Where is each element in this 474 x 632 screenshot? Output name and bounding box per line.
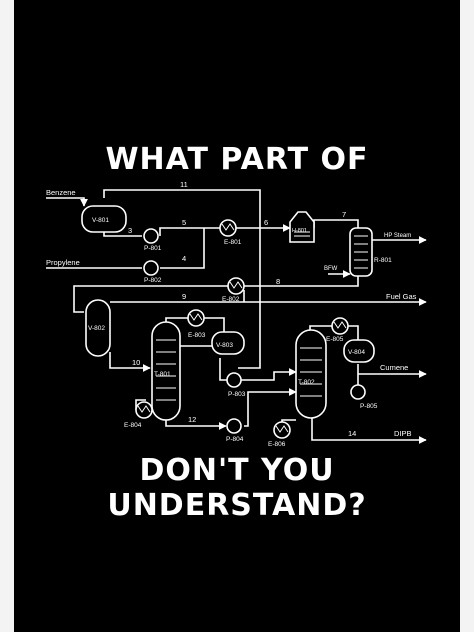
benzene-feed-line bbox=[46, 197, 88, 207]
p803-pump bbox=[226, 372, 242, 388]
stream-4-number: 4 bbox=[182, 254, 186, 263]
e802-label: E-802 bbox=[222, 296, 240, 303]
t801-bottoms-line bbox=[165, 420, 227, 430]
p804-label: P-804 bbox=[226, 436, 244, 443]
e805-label: E-805 bbox=[326, 336, 344, 343]
stream-9-number: 9 bbox=[182, 292, 186, 301]
stream-5-number: 5 bbox=[182, 218, 186, 227]
hp-steam-label: HP Steam bbox=[384, 233, 411, 239]
p802-pump bbox=[143, 260, 159, 276]
p803-label: P-803 bbox=[228, 391, 246, 398]
headline-bottom: DON'T YOU UNDERSTAND? bbox=[107, 453, 367, 523]
stream-7-number: 7 bbox=[342, 210, 346, 219]
p801-pump bbox=[143, 228, 159, 244]
stream-14-number: 14 bbox=[348, 429, 356, 438]
stream-8-number: 8 bbox=[276, 277, 280, 286]
p803-to-t802-line bbox=[240, 368, 297, 381]
p801-label: P-801 bbox=[144, 245, 162, 252]
v801-drum bbox=[81, 205, 127, 233]
fuel-gas-label: Fuel Gas bbox=[386, 292, 417, 301]
e802-exchanger bbox=[227, 277, 245, 295]
v804-drum bbox=[343, 339, 375, 363]
v804-label: V-804 bbox=[348, 349, 365, 356]
stream-10-line bbox=[109, 352, 151, 372]
p805-label: P-805 bbox=[360, 403, 378, 410]
t802-column bbox=[295, 329, 327, 419]
p804-pump bbox=[226, 418, 242, 434]
headline-top: WHAT PART OF bbox=[105, 142, 369, 177]
stream-12-number: 12 bbox=[188, 415, 196, 424]
stream-11-number: 11 bbox=[180, 180, 188, 189]
e804-label: E-804 bbox=[124, 422, 142, 429]
t801-label: T-801 bbox=[154, 371, 171, 378]
e806-label: E-806 bbox=[268, 441, 286, 448]
e801-label: E-801 bbox=[224, 239, 242, 246]
e805-exchanger bbox=[331, 317, 349, 335]
e805-to-v804-line bbox=[348, 325, 359, 340]
stream-4-line bbox=[160, 228, 205, 269]
poster-background: WHAT PART OF bbox=[14, 0, 460, 632]
v802-label: V-802 bbox=[88, 325, 105, 332]
r801-label: R-801 bbox=[374, 257, 392, 264]
cumene-label: Cumene bbox=[380, 363, 408, 372]
e804-exchanger bbox=[135, 401, 153, 419]
benzene-label: Benzene bbox=[46, 188, 76, 197]
p802-label: P-802 bbox=[144, 277, 162, 284]
stream-8-line bbox=[73, 270, 359, 313]
v803-to-p803-line bbox=[219, 358, 228, 381]
e803-exchanger bbox=[187, 309, 205, 327]
t802-label: T-802 bbox=[298, 379, 315, 386]
bfw-label: BFW bbox=[324, 266, 338, 272]
stream-3-number: 3 bbox=[128, 226, 132, 235]
stream-5-line bbox=[159, 227, 220, 236]
v803-drum bbox=[211, 331, 245, 355]
stream-11-line bbox=[103, 189, 261, 369]
e806-exchanger bbox=[273, 421, 291, 439]
stream-10-number: 10 bbox=[132, 358, 140, 367]
h801-heater bbox=[289, 211, 315, 243]
stream-3-line bbox=[103, 232, 142, 237]
t801-column bbox=[151, 321, 181, 421]
p804-to-t802-line bbox=[244, 388, 297, 427]
v801-label: V-801 bbox=[92, 217, 109, 224]
process-flow-diagram: Benzene Propylene V-801 P-801 P-802 E-80… bbox=[46, 180, 427, 448]
p805-pump bbox=[350, 384, 366, 400]
e803-to-v803-line bbox=[204, 317, 225, 334]
stream-6-number: 6 bbox=[264, 218, 268, 227]
propylene-label: Propylene bbox=[46, 258, 80, 267]
e801-exchanger bbox=[219, 219, 237, 237]
e803-label: E-803 bbox=[188, 332, 206, 339]
h801-label: H-801 bbox=[292, 228, 307, 234]
v802-drum bbox=[85, 299, 111, 357]
v803-label: V-803 bbox=[216, 342, 233, 349]
stream-14-line bbox=[311, 414, 427, 444]
dipb-label: DIPB bbox=[394, 429, 412, 438]
